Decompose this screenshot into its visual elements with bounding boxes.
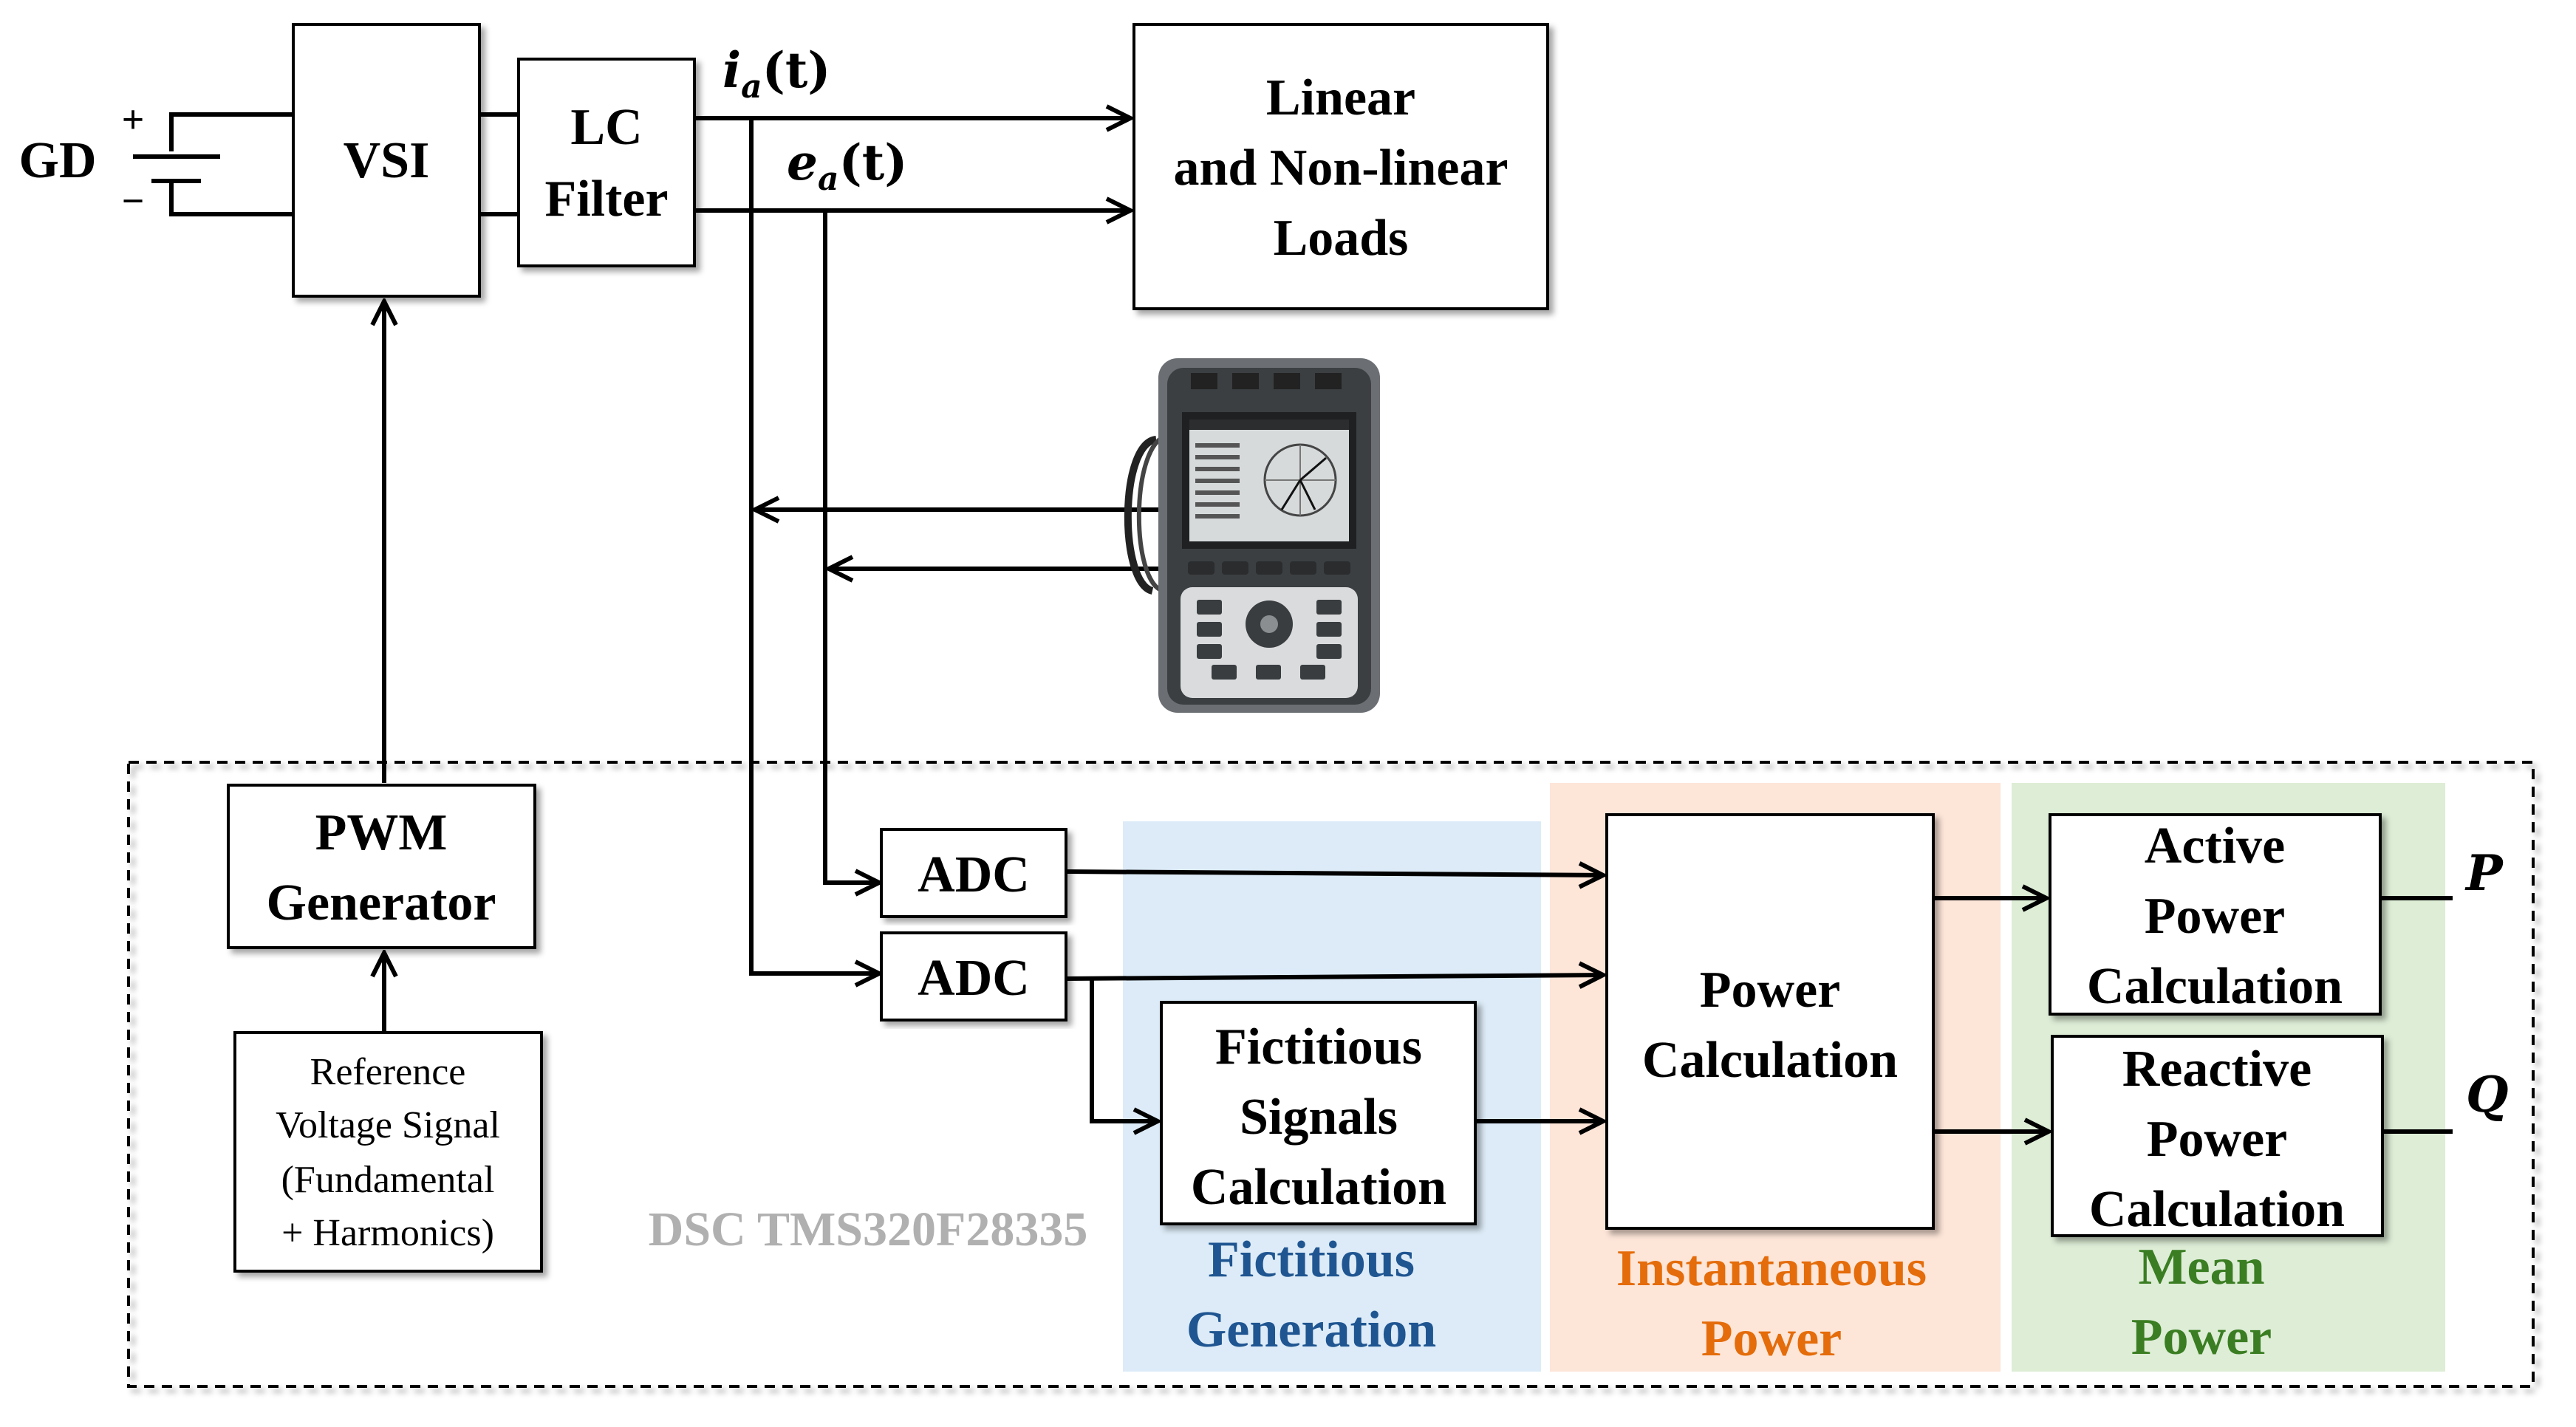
vsi-label: VSI xyxy=(344,132,430,189)
adc-top-label: ADC xyxy=(918,846,1030,903)
reference-signal-block: Reference Voltage Signal (Fundamental + … xyxy=(233,1031,543,1273)
controller-label: DSC TMS320F28335 xyxy=(649,1202,1088,1256)
region-fictitious-title-line1: Fictitious xyxy=(1208,1231,1415,1288)
region-fictitious-title-line2: Generation xyxy=(1186,1301,1436,1358)
adc-bottom-label: ADC xyxy=(918,950,1030,1007)
reference-label-line2: Voltage Signal xyxy=(276,1104,500,1146)
region-instantaneous-title-line2: Power xyxy=(1701,1310,1842,1367)
fictitious-label-line3: Calculation xyxy=(1191,1159,1446,1216)
lc-filter-label-line2: Filter xyxy=(544,171,668,227)
fictitious-label-line1: Fictitious xyxy=(1215,1019,1422,1075)
power-calc-label-line1: Power xyxy=(1700,962,1840,1019)
reactive-power-label-line1: Reactive xyxy=(2122,1041,2312,1098)
loads-label-line3: Loads xyxy=(1274,210,1409,267)
dc-source: GD + − xyxy=(19,97,295,223)
source-plus-sign: + xyxy=(122,97,145,142)
region-mean-title-line1: Mean xyxy=(2138,1239,2264,1296)
voltage-signal-label: ea(t) xyxy=(787,134,907,198)
power-calculation-block: Power Calculation xyxy=(1605,813,1935,1230)
dsc-boundary xyxy=(127,761,2535,1388)
active-power-label-line1: Active xyxy=(2145,818,2285,875)
lc-filter-label-line1: LC xyxy=(570,99,642,156)
reference-label-line4: + Harmonics) xyxy=(281,1212,494,1254)
power-calc-label-line2: Calculation xyxy=(1642,1032,1898,1089)
power-analyzer-icon xyxy=(1124,358,1380,713)
fictitious-label-line2: Signals xyxy=(1240,1089,1398,1146)
output-q-label: Q xyxy=(2466,1066,2509,1123)
pwm-label-line2: Generator xyxy=(267,875,496,931)
loads-label-line1: Linear xyxy=(1266,69,1415,126)
active-power-label-line3: Calculation xyxy=(2087,958,2343,1015)
source-label: GD xyxy=(19,132,97,189)
current-signal-label: ia(t) xyxy=(722,41,831,106)
reference-label-line1: Reference xyxy=(310,1051,466,1093)
reference-label-line3: (Fundamental xyxy=(281,1159,495,1201)
source-minus-sign: − xyxy=(122,179,145,223)
adc-top-block: ADC xyxy=(880,828,1067,918)
loads-label-line2: and Non-linear xyxy=(1173,140,1508,196)
lc-filter-block: LC Filter xyxy=(517,58,696,267)
active-power-block: Active Power Calculation xyxy=(2049,813,2382,1016)
reactive-power-block: Reactive Power Calculation xyxy=(2051,1035,2384,1238)
reactive-power-label-line2: Power xyxy=(2147,1111,2287,1168)
vsi-block: VSI xyxy=(292,23,481,298)
pwm-generator-block: PWM Generator xyxy=(227,784,536,949)
loads-block: Linear and Non-linear Loads xyxy=(1132,23,1549,310)
pwm-label-line1: PWM xyxy=(315,804,448,861)
output-p-label: P xyxy=(2464,844,2504,902)
reactive-power-label-line3: Calculation xyxy=(2089,1181,2345,1238)
fictitious-signals-block: Fictitious Signals Calculation xyxy=(1160,1001,1477,1225)
region-instantaneous-title-line1: Instantaneous xyxy=(1616,1240,1927,1297)
region-mean-title-line2: Power xyxy=(2131,1309,2272,1366)
active-power-label-line2: Power xyxy=(2145,888,2285,945)
adc-bottom-block: ADC xyxy=(880,931,1067,1022)
